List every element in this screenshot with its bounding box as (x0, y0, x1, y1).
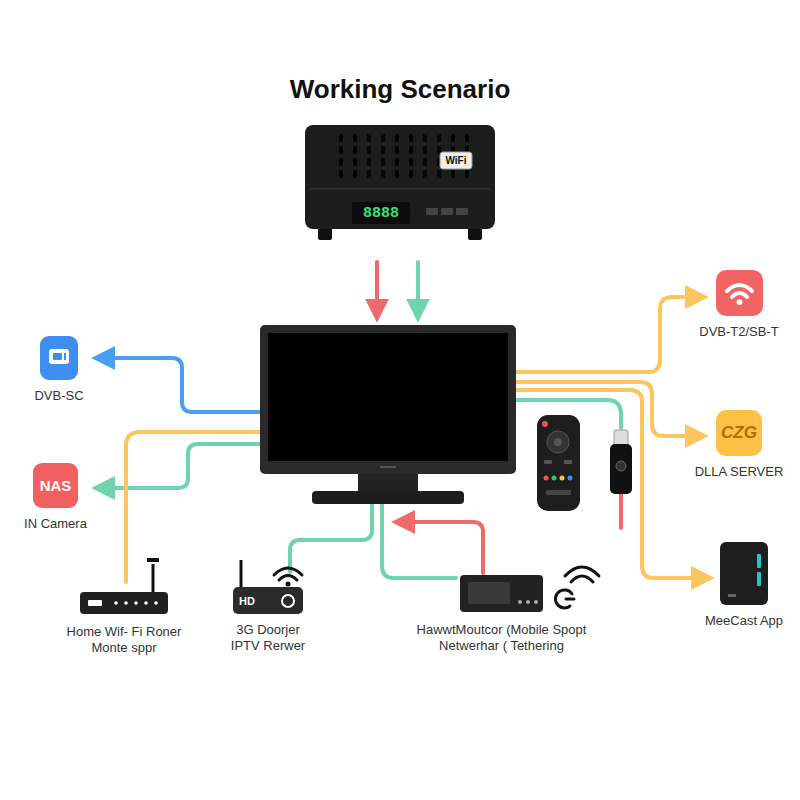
icon-symbol (720, 542, 768, 605)
icon-symbol (716, 270, 763, 316)
display-digits: 8888 (352, 202, 410, 224)
icon-text: CZG (716, 410, 762, 456)
diagram-title: Working Scenario (0, 74, 800, 105)
service-icon: CZGDLLA SERVER (716, 410, 762, 456)
node-label: 3G Doorjer IPTV Rerwer (227, 622, 309, 653)
wifi-badge: WiFi (440, 152, 472, 169)
iptv-receiver (233, 560, 303, 614)
node-label: MeeCast App (694, 613, 794, 629)
remote-control (537, 415, 580, 511)
node-label: DVB-SC (14, 388, 104, 404)
node-label: IN Camera (16, 516, 96, 532)
hotspot-box (460, 567, 599, 612)
icon-symbol (40, 336, 78, 380)
hotspot-device: HawwtMoutcor (Mobile Spopt Netwerhar ( T… (460, 575, 543, 612)
router-device: Home Wif- Fi Roner Monte sppr (80, 588, 168, 614)
signal-wires (96, 262, 710, 582)
node-label: HawwtMoutcor (Mobile Spopt Netwerhar ( T… (409, 622, 595, 653)
node-label: DVB-T2/SB-T (684, 324, 794, 340)
icon-text: HD (233, 587, 303, 614)
service-icon: DVB-T2/SB-T (716, 270, 763, 316)
service-icon: NASIN Camera (33, 463, 78, 508)
television (260, 325, 516, 504)
service-icon: DVB-SC (40, 336, 78, 380)
usb-dongle (610, 430, 632, 494)
icon-text: NAS (33, 463, 78, 508)
node-label: Home Wif- Fi Roner Monte sppr (60, 624, 188, 655)
node-label: DLLA SERVER (684, 464, 794, 480)
app-device: MeeCast App (720, 542, 768, 605)
wifi-router (80, 558, 168, 614)
receiver-device: HD3G Doorjer IPTV Rerwer (233, 587, 303, 614)
set-top-box (305, 125, 495, 240)
